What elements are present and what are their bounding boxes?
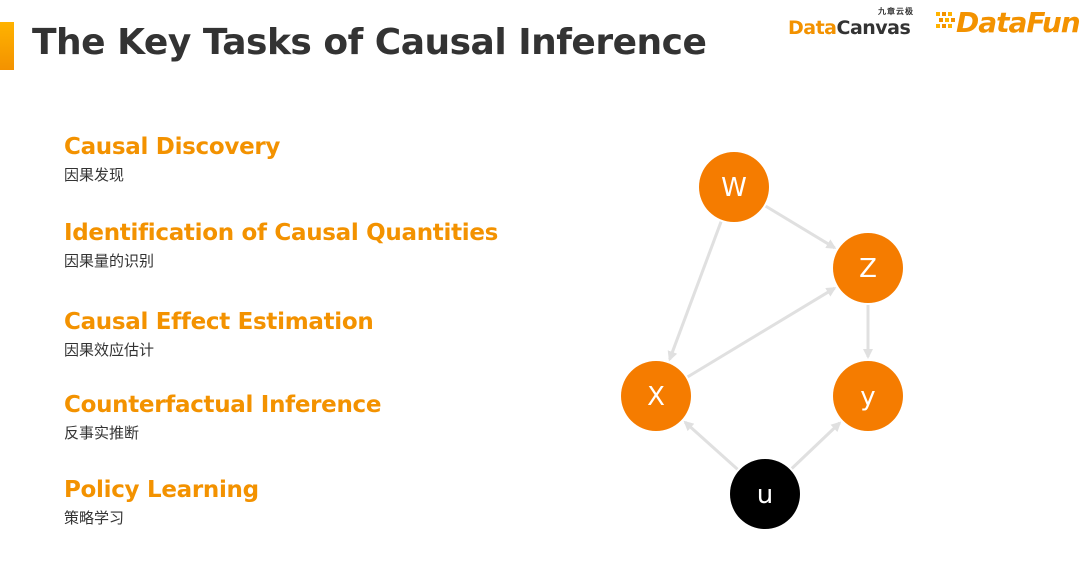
task-policy-learning: Policy Learning 策略学习 xyxy=(64,477,259,528)
node-X xyxy=(621,361,691,431)
task-identification: Identification of Causal Quantities 因果量的… xyxy=(64,220,498,271)
edge-W-to-X xyxy=(667,221,723,362)
datafun-logo-text: DataFun. xyxy=(956,6,1080,39)
task-title: Causal Discovery xyxy=(64,134,281,160)
task-subtitle: 因果量的识别 xyxy=(64,252,155,270)
node-label-u: u xyxy=(757,480,773,510)
task-effect-estimation: Causal Effect Estimation 因果效应估计 xyxy=(64,309,374,360)
page-title: The Key Tasks of Causal Inference xyxy=(32,22,707,63)
edge-W-to-Z xyxy=(764,204,837,250)
task-counterfactual: Counterfactual Inference 反事实推断 xyxy=(64,392,382,443)
title-accent-bar xyxy=(0,22,14,70)
edge-u-to-y xyxy=(790,421,842,470)
edge-X-to-Z xyxy=(686,286,837,379)
datacanvas-logo-cn: 九章云极 xyxy=(878,7,914,16)
datafun-logo: DataFun. xyxy=(934,2,1080,46)
node-u xyxy=(730,459,800,529)
node-Z xyxy=(833,233,903,303)
task-causal-discovery: Causal Discovery 因果发现 xyxy=(64,134,280,185)
task-subtitle: 因果发现 xyxy=(64,166,125,184)
task-title: Identification of Causal Quantities xyxy=(64,220,499,246)
task-title: Causal Effect Estimation xyxy=(64,309,374,335)
node-label-y: y xyxy=(860,382,875,412)
task-subtitle: 因果效应估计 xyxy=(64,341,155,359)
datafun-dots-icon xyxy=(936,12,955,28)
node-y xyxy=(833,361,903,431)
task-title: Policy Learning xyxy=(64,477,259,503)
node-label-W: W xyxy=(721,173,747,203)
datacanvas-logo-en: DataCanvas xyxy=(788,17,911,39)
node-label-X: X xyxy=(647,382,665,412)
node-label-Z: Z xyxy=(859,254,877,284)
task-title: Counterfactual Inference xyxy=(64,392,382,418)
task-subtitle: 反事实推断 xyxy=(64,424,140,442)
datacanvas-logo: 九章云极 DataCanvas xyxy=(788,6,918,46)
edge-u-to-X xyxy=(683,420,739,471)
task-subtitle: 策略学习 xyxy=(64,509,125,527)
node-W xyxy=(699,152,769,222)
